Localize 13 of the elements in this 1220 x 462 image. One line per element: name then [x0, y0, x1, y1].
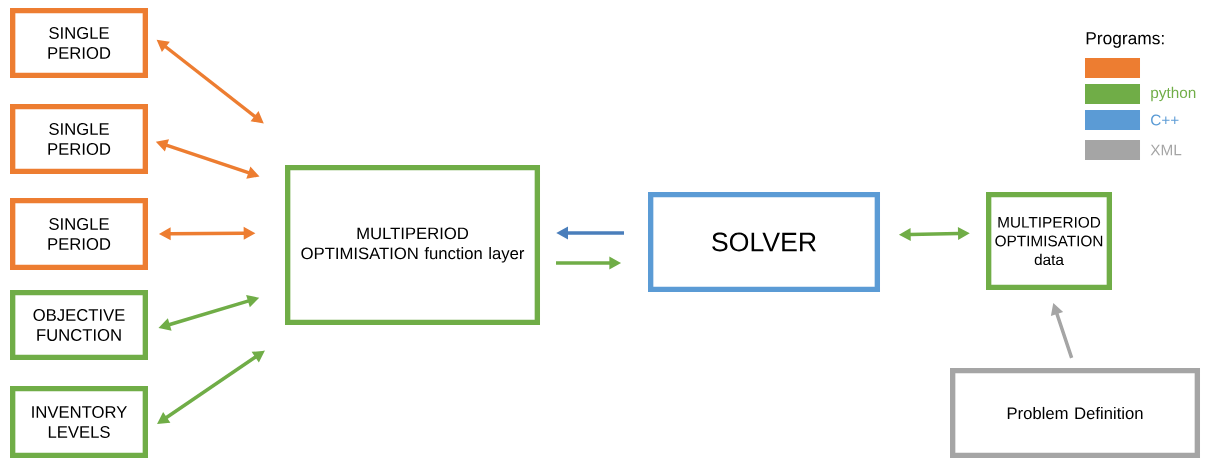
process-box: Problem Definition	[950, 368, 1200, 458]
process-box: SINGLE PERIOD	[10, 104, 148, 174]
legend-text: XML	[1150, 144, 1182, 156]
process-box: OBJECTIVE FUNCTION	[10, 290, 148, 360]
process-box: MULTIPERIOD OPTIMISATION data	[986, 192, 1112, 290]
process-box: INVENTORY LEVELS	[10, 386, 148, 458]
process-box: SOLVER	[648, 192, 880, 292]
legend-text: C++	[1151, 114, 1179, 126]
process-box: MULTIPERIOD OPTIMISATION function layer	[285, 165, 540, 325]
process-box: SINGLE PERIOD	[10, 198, 148, 270]
legend-text: python	[1151, 86, 1196, 102]
legend-title: Programs:	[1086, 32, 1164, 48]
process-box: SINGLE PERIOD	[10, 8, 148, 78]
